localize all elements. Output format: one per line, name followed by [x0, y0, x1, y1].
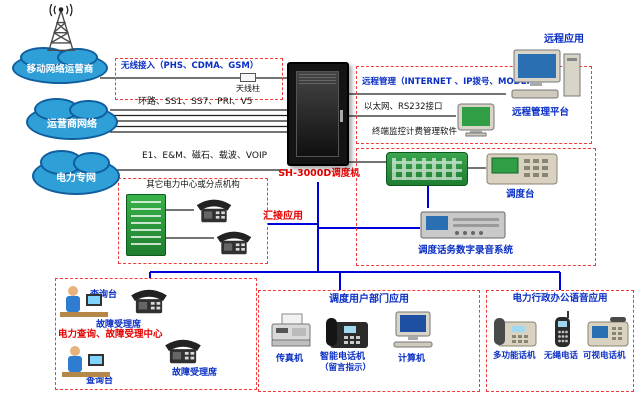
smart-phone-note: （留言指示） [320, 363, 372, 373]
tandem-app-label: 汇接应用 [262, 211, 304, 223]
operator-desk-icon [58, 282, 110, 322]
voice-recorder-icon [420, 208, 506, 242]
remote-management-label: 远程管理（INTERNET 、IP拨号、MODEM） [362, 77, 544, 87]
rack-door [296, 71, 339, 157]
phone-icon [194, 196, 234, 225]
cloud-power-network: 电力专网 [32, 150, 120, 195]
analog-links-label: E1、E&M、磁石、载波、VOIP [142, 151, 268, 161]
fault-seat-label: 故障受理席 [172, 368, 218, 378]
black-links [100, 77, 506, 239]
cloud-carrier-network: 运营商网络 [26, 97, 118, 140]
fault-seat-label: 故障受理席 [96, 320, 142, 330]
computer-label: 计算机 [398, 354, 426, 364]
cloud-power-label: 电力专网 [56, 172, 96, 184]
dispatch-console-label: 调度台 [506, 189, 535, 200]
fax-machine-icon [268, 312, 314, 350]
dispatch-switch-rack [287, 62, 349, 166]
fax-label: 传真机 [276, 354, 304, 364]
console-recorder-zone [356, 148, 596, 266]
trunk-links-label: 环路、SS1、SS7、PRI、V5 [138, 97, 253, 107]
inquiry-zone [55, 278, 257, 390]
phone-icon [162, 336, 204, 366]
radio-tower-icon [28, 4, 94, 54]
terminal-software-label: 终端监控计费管理软件 [372, 127, 458, 137]
rack-vent [299, 74, 336, 84]
dispatch-console-screen-icon [486, 150, 558, 186]
smart-phone-icon [324, 314, 370, 350]
inquiry-zone-title: 电力查询、故障受理中心 [58, 329, 163, 340]
pbx-cabinet-icon [126, 194, 166, 256]
ethernet-label: 以太网、RS232接口 [364, 102, 443, 112]
tandem-zone-title: 其它电力中心或分点机构 [146, 180, 240, 190]
cordless-phone-label: 无绳电话 [544, 351, 579, 361]
video-phone-label: 可视电话机 [583, 351, 626, 361]
cordless-phone-icon [548, 310, 576, 350]
antenna-device-icon [240, 73, 256, 82]
wireless-access-label: 无线接入（PHS、CDMA、GSM） [121, 61, 259, 71]
cloud-carrier-label: 运营商网络 [47, 118, 97, 130]
remote-platform-label: 远程管理平台 [512, 107, 570, 118]
phone-icon [128, 286, 170, 316]
cloud-mobile-network: 移动网络运营商 [12, 46, 108, 84]
dept-zone-title: 调度用户部门应用 [329, 294, 409, 305]
dispatch-console-icon [386, 152, 468, 186]
wireless-access-zone [115, 58, 283, 100]
blue-links [149, 182, 561, 290]
video-phone-icon [586, 314, 630, 348]
phone-icon [214, 228, 254, 257]
terminal-monitor-icon [456, 102, 496, 138]
smart-phone-label: 智能电话机 [320, 352, 366, 362]
office-zone-title: 电力行政办公语音应用 [512, 293, 608, 304]
antenna-device-label: 天线柱 [236, 84, 260, 93]
rack-handle [340, 110, 343, 122]
remote-app-label: 远程应用 [544, 34, 584, 45]
multi-function-phone-icon [492, 314, 538, 348]
office-zone [486, 290, 634, 392]
rack-label: SH-3000D调度机 [278, 168, 360, 179]
operator-desk-icon [60, 342, 112, 382]
multi-function-phone-label: 多功能话机 [493, 351, 536, 361]
voice-recorder-label: 调度话务数字录音系统 [418, 245, 514, 256]
remote-management-zone [356, 66, 592, 144]
cloud-mobile-label: 移动网络运营商 [26, 64, 94, 75]
inquiry-desk-label: 查询台 [90, 290, 118, 300]
remote-pc-icon [506, 48, 584, 104]
inquiry-desk-label: 查询台 [86, 376, 114, 386]
computer-icon [390, 310, 436, 350]
dept-zone [258, 290, 480, 392]
